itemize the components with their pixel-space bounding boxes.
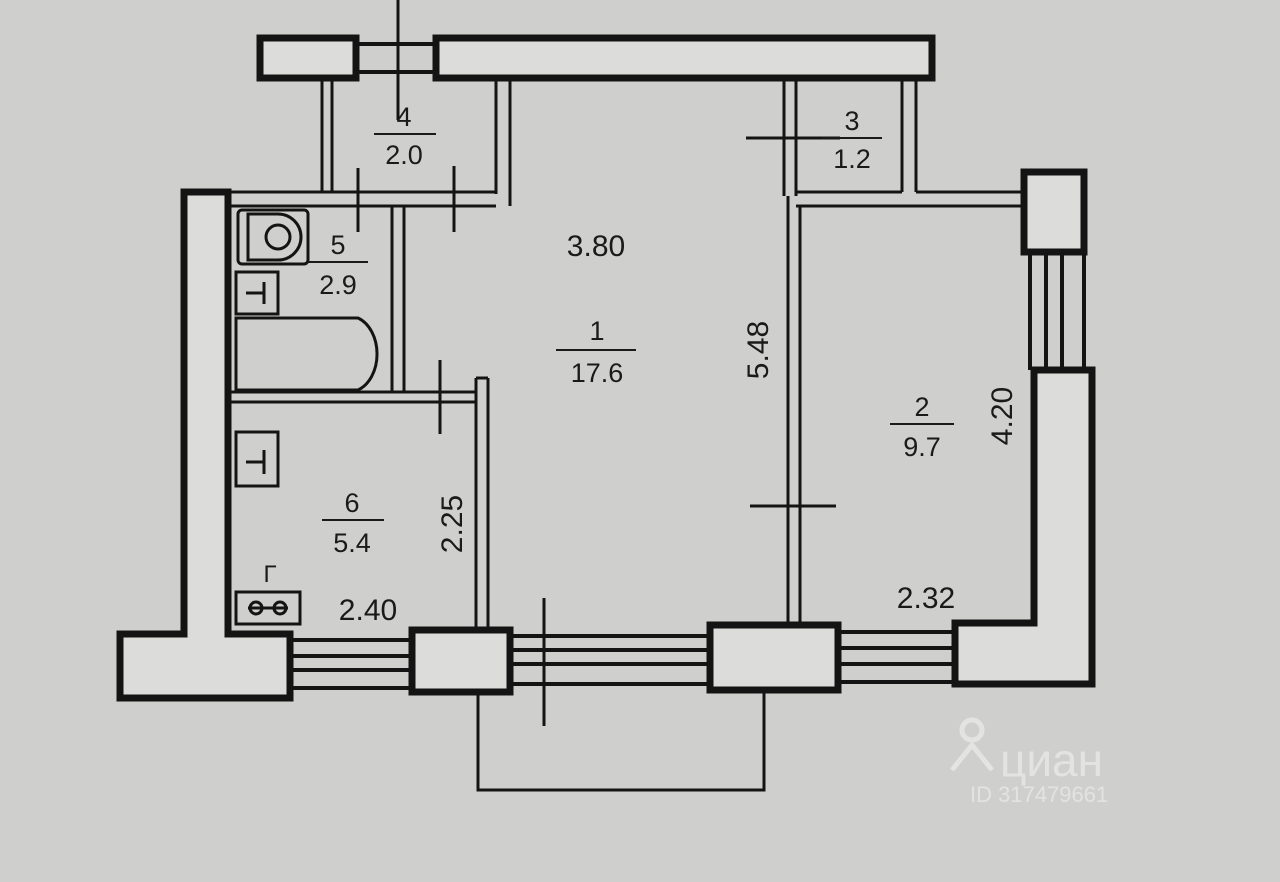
- room-3-number: 3: [844, 106, 859, 136]
- room-2-area: 9.7: [903, 432, 941, 462]
- right-wall: [1020, 168, 1088, 256]
- watermark: циан ID 317479661: [950, 717, 1108, 807]
- stove: [234, 590, 302, 626]
- top-wall: [256, 34, 936, 82]
- room-6-area: 5.4: [333, 528, 371, 558]
- dimension-room6-width: 2.40: [339, 594, 397, 627]
- top-window: [356, 42, 436, 74]
- room-3-area: 1.2: [833, 144, 871, 174]
- gas-symbol: Г: [264, 561, 277, 588]
- balcony: [476, 690, 766, 792]
- room-2-number: 2: [914, 392, 929, 422]
- right-window: [1028, 252, 1086, 370]
- dimension-room2-length: 4.20: [986, 387, 1019, 445]
- room-5-area: 2.9: [319, 270, 357, 300]
- room-5-number: 5: [330, 230, 345, 260]
- bottom-windows: [290, 630, 955, 690]
- dimension-room6-length: 2.25: [436, 495, 469, 553]
- toilet: [236, 208, 310, 266]
- room-1-number: 1: [589, 316, 604, 346]
- dimension-room1-length: 5.48: [742, 321, 775, 379]
- sink-kitchen: [234, 430, 280, 488]
- cian-logo-icon: [950, 717, 994, 772]
- room-6-number: 6: [344, 488, 359, 518]
- room-4-number: 4: [396, 102, 411, 132]
- interior-walls: [228, 78, 1024, 630]
- dimension-room2-width: 2.32: [897, 582, 955, 615]
- left-wall: [116, 188, 294, 702]
- watermark-id: ID 317479661: [970, 782, 1108, 807]
- watermark-brand: циан: [1000, 734, 1103, 786]
- room-label-4: 4 2.0: [374, 102, 436, 170]
- dimension-room1-width: 3.80: [567, 230, 625, 263]
- room-label-2: 2 9.7: [890, 392, 954, 462]
- room-1-area: 17.6: [571, 358, 624, 388]
- sink-bathroom: [234, 270, 280, 316]
- bathtub: [234, 316, 379, 392]
- room-label-5: 5 2.9: [308, 230, 368, 300]
- bottom-wall: [408, 366, 1096, 696]
- room-label-1: 1 17.6: [556, 316, 636, 388]
- room-4-area: 2.0: [385, 140, 423, 170]
- room-label-6: 6 5.4: [322, 488, 384, 558]
- room-label-3: 3 1.2: [822, 106, 882, 174]
